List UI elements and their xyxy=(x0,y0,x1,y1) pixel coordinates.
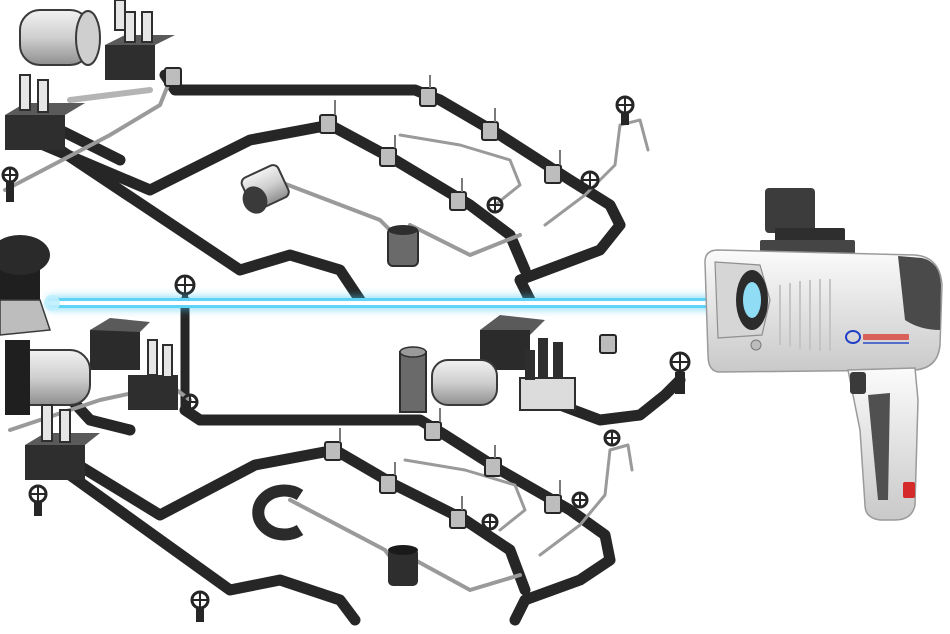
thin-pipe xyxy=(543,118,650,227)
coupling xyxy=(164,67,182,87)
pump-unit xyxy=(25,404,100,480)
valve-wheel-icon xyxy=(481,513,499,531)
valve-wheel-icon xyxy=(603,429,621,447)
main-pipe xyxy=(14,119,531,276)
main-pipe xyxy=(179,404,616,626)
valve-wheel-icon xyxy=(28,484,48,516)
thin-pipe xyxy=(538,443,634,557)
pump-unit xyxy=(5,74,85,150)
coupling xyxy=(319,114,337,134)
main-pipe xyxy=(54,144,366,306)
main-pipe xyxy=(159,69,626,306)
coupling xyxy=(419,87,437,107)
control-box xyxy=(480,315,545,370)
laser-beam-icon xyxy=(44,295,758,311)
device-sight xyxy=(765,188,815,233)
valve-wheel-icon xyxy=(615,95,635,125)
vessel xyxy=(388,545,418,586)
thin-pipe xyxy=(3,78,172,192)
pump-unit xyxy=(519,338,576,411)
column-vessel xyxy=(399,346,427,413)
handheld-laser-detector-icon xyxy=(704,188,943,521)
thin-pipe xyxy=(403,458,527,532)
valve-wheel-icon xyxy=(486,196,504,214)
coupling xyxy=(481,121,499,141)
horizontal-tank xyxy=(431,359,498,406)
thin-pipe xyxy=(288,498,402,572)
upper-pipe-network xyxy=(3,69,650,306)
thin-pipe xyxy=(413,558,522,592)
horizontal-tank xyxy=(5,340,91,415)
coupling xyxy=(484,457,502,477)
valve-wheel-icon xyxy=(1,166,19,202)
coupling xyxy=(379,147,397,167)
valve-wheel-icon xyxy=(181,393,199,411)
valve-wheel-icon xyxy=(669,351,691,394)
vessel xyxy=(252,484,304,541)
vessel xyxy=(387,225,419,267)
thin-pipe xyxy=(273,178,402,242)
coupling xyxy=(449,509,467,529)
coupling xyxy=(324,441,342,461)
gauge-stems xyxy=(334,75,561,510)
coupling xyxy=(544,164,562,184)
valve-wheel-icon xyxy=(190,590,210,622)
device-trigger xyxy=(903,482,915,498)
coupling xyxy=(379,474,397,494)
thin-pipe xyxy=(398,133,522,207)
brand-logo-icon xyxy=(845,330,909,344)
device-vents xyxy=(779,279,831,351)
main-pipe xyxy=(64,444,531,596)
thin-pipe xyxy=(67,87,153,103)
vessel xyxy=(240,164,290,214)
valve-wheel-icon xyxy=(571,491,589,509)
coupling xyxy=(599,334,617,354)
upper-equipment xyxy=(0,0,545,370)
thin-pipe xyxy=(408,223,522,257)
pump-unit xyxy=(105,0,175,80)
pipe-couplings xyxy=(164,67,617,529)
lower-equipment xyxy=(5,318,576,586)
storage-tank xyxy=(0,235,52,336)
coupling xyxy=(544,494,562,514)
main-pipe xyxy=(64,469,361,626)
pump-unit xyxy=(128,339,178,410)
pump-unit xyxy=(90,318,150,370)
coupling xyxy=(424,421,442,441)
main-pipe xyxy=(554,374,686,426)
coupling xyxy=(449,191,467,211)
valve-wheel-icon xyxy=(580,170,600,190)
horizontal-tank xyxy=(19,9,101,66)
